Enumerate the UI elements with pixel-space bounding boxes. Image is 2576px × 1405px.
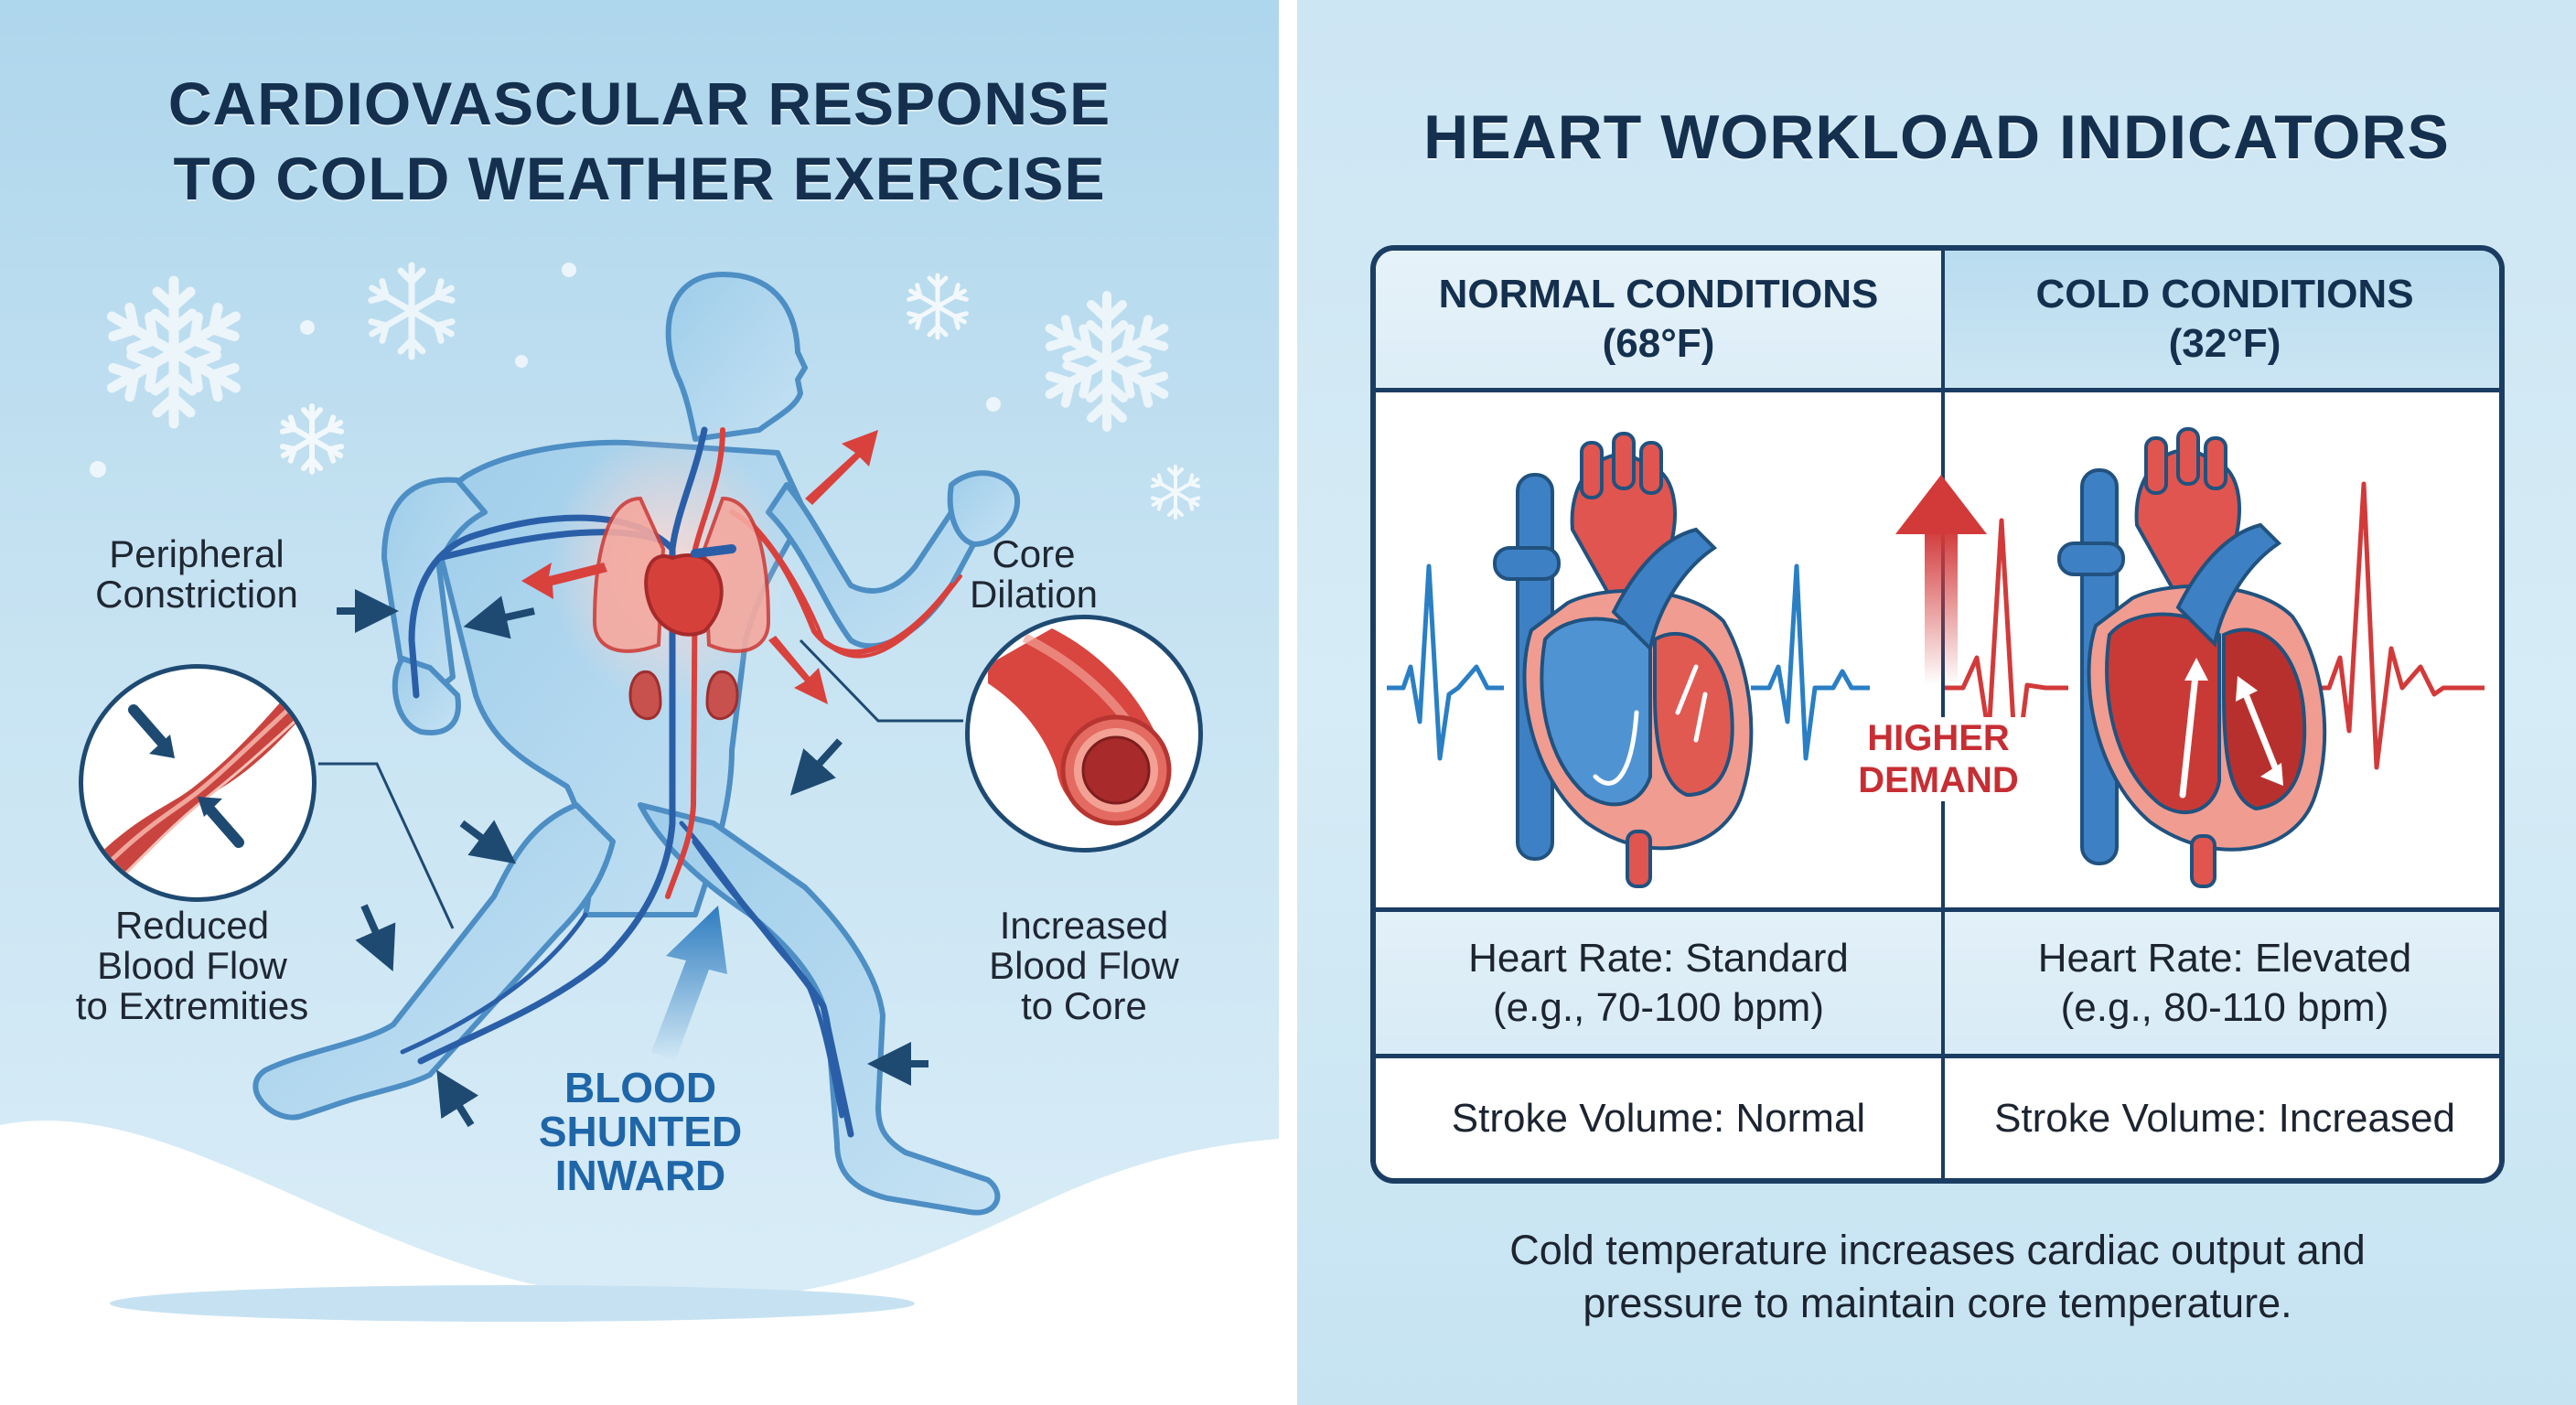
constricted-vessel-icon [79,664,317,902]
label-core-dilation: Core Dilation [969,532,1099,616]
right-panel-title: HEART WORKLOAD INDICATORS [1423,102,2450,172]
normal-stroke-volume: Stroke Volume: Normal [1376,1058,1941,1178]
label-blood-shunted-inward: BLOOD SHUNTED INWARD [538,1064,743,1199]
higher-demand-label: HIGHER DEMAND [1847,717,2030,801]
workload-comparison-table: NORMAL CONDITIONS (68°F) COLD CONDITIONS… [1370,245,2505,1184]
snowflake-icon [906,273,970,343]
left-panel-cold-exercise: CARDIOVASCULAR RESPONSE TO COLD WEATHER … [0,0,1279,1405]
title-line-1: CARDIOVASCULAR RESPONSE [167,70,1111,137]
snowflake-icon [366,262,457,361]
snowflake-icon [1148,465,1203,520]
header-normal-conditions: NORMAL CONDITIONS (68°F) [1376,251,1941,388]
snowflake-icon [1038,291,1175,434]
column-divider [1941,251,1945,1178]
caption-text: Cold temperature increases cardiac outpu… [1509,1227,2366,1326]
label-increased-blood-flow: Increased Blood Flow to Core [989,904,1179,1027]
snow-ground [0,1121,1279,1405]
cold-stroke-volume: Stroke Volume: Increased [1945,1058,2499,1178]
left-panel-title: CARDIOVASCULAR RESPONSE TO COLD WEATHER … [0,66,1279,216]
normal-heart-with-ecg-icon [1387,432,1870,888]
snowflake-icon [279,403,345,476]
dilated-vessel-icon [965,615,1203,853]
cold-heart-with-ecg-icon [1945,427,2485,888]
runner-figure [252,272,1021,1216]
snowflake-icon [101,275,247,430]
right-panel-heart-workload: HEART WORKLOAD INDICATORS NORMAL CONDITI… [1297,0,2576,1405]
cold-heart-rate: Heart Rate: Elevated (e.g., 80-110 bpm) [1945,912,2499,1054]
header-cold-conditions: COLD CONDITIONS (32°F) [1945,251,2499,388]
cold-heart-cell [1945,392,2499,907]
label-reduced-blood-flow: Reduced Blood Flow to Extremities [75,904,309,1027]
normal-heart-rate: Heart Rate: Standard (e.g., 70-100 bpm) [1376,912,1941,1054]
inward-arrows [318,589,963,1128]
label-peripheral-constriction: Peripheral Constriction [95,532,298,616]
title-line-2: TO COLD WEATHER EXERCISE [173,145,1106,212]
normal-heart-cell [1376,392,1941,907]
higher-demand-arrow-icon [1895,475,1987,685]
shunt-arrow-icon [651,906,727,1061]
